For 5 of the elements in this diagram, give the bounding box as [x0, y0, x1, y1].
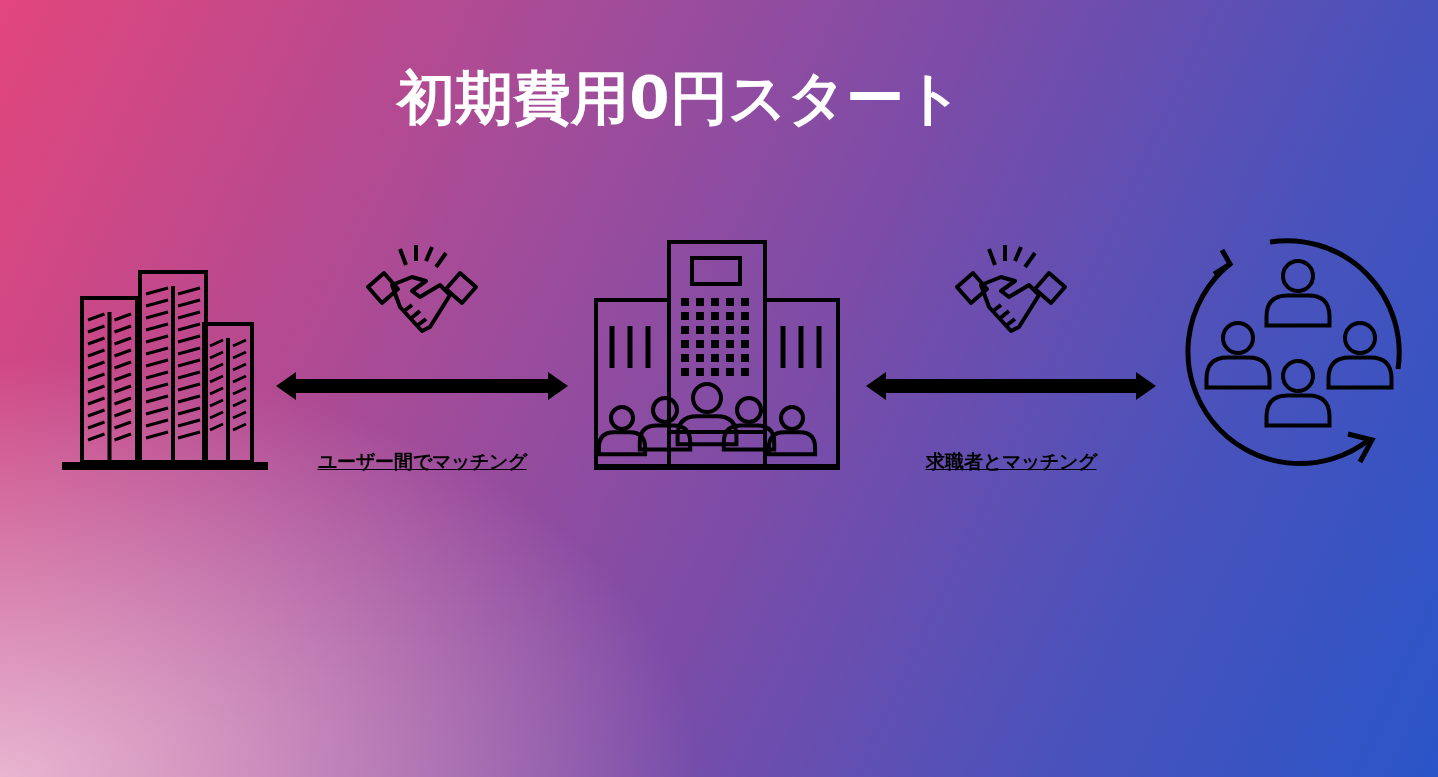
- double-arrow: [866, 372, 1156, 400]
- edge-label: ユーザー間でマッチング: [317, 449, 527, 474]
- double-arrow: [276, 372, 568, 400]
- title: 初期費用0円スタート: [395, 63, 964, 134]
- edge-label: 求職者とマッチング: [925, 449, 1097, 474]
